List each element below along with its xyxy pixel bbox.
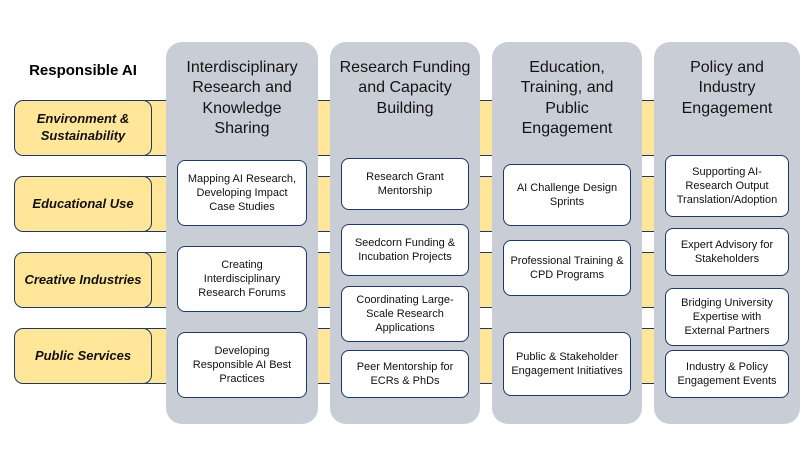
- page-title: Responsible AI: [29, 62, 137, 79]
- activity-box: Bridging University Expertise with Exter…: [665, 288, 789, 346]
- column-header: Policy and Industry Engagement: [681, 59, 773, 117]
- activity-box: Mapping AI Research, Developing Impact C…: [177, 160, 307, 226]
- column-header: Education, Training, and Public Engageme…: [520, 59, 614, 138]
- column-education-training: Education, Training, and Public Engageme…: [492, 42, 642, 424]
- column-header: Interdisciplinary Research and Knowledge…: [186, 59, 298, 138]
- activity-box: Developing Responsible AI Best Practices: [177, 332, 307, 398]
- activity-box: Seedcorn Funding & Incubation Projects: [341, 224, 469, 276]
- column-policy-industry: Policy and Industry Engagement Supportin…: [654, 42, 800, 424]
- column-interdisciplinary-research: Interdisciplinary Research and Knowledge…: [166, 42, 318, 424]
- activity-box: Expert Advisory for Stakeholders: [665, 228, 789, 276]
- activity-box: Industry & Policy Engagement Events: [665, 350, 789, 398]
- activity-box: Supporting AI-Research Output Translatio…: [665, 155, 789, 217]
- activity-box: Professional Training & CPD Programs: [503, 240, 631, 296]
- activity-box: Coordinating Large-Scale Research Applic…: [341, 286, 469, 342]
- activity-box: AI Challenge Design Sprints: [503, 164, 631, 226]
- row-label-environment-sustainability: Environment & Sustainability: [14, 100, 152, 156]
- activity-box: Peer Mentorship for ECRs & PhDs: [341, 350, 469, 398]
- activity-box: Creating Interdisciplinary Research Foru…: [177, 246, 307, 312]
- activity-box: Research Grant Mentorship: [341, 158, 469, 210]
- activity-box: Public & Stakeholder Engagement Initiati…: [503, 332, 631, 396]
- row-label-educational-use: Educational Use: [14, 176, 152, 232]
- column-header: Research Funding and Capacity Building: [339, 59, 471, 117]
- row-label-public-services: Public Services: [14, 328, 152, 384]
- column-research-funding: Research Funding and Capacity Building R…: [330, 42, 480, 424]
- row-label-creative-industries: Creative Industries: [14, 252, 152, 308]
